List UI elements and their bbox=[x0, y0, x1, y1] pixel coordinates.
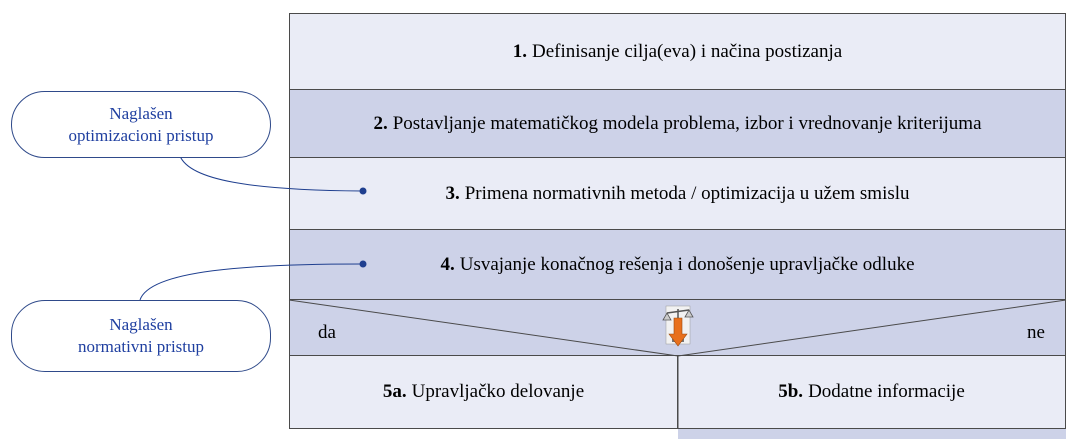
step-2-box: 2. Postavljanje matematičkog modela prob… bbox=[289, 89, 1066, 158]
scales-icon bbox=[662, 305, 694, 347]
outcome-5a-number: 5a. bbox=[382, 381, 407, 402]
step-1-number: 1. bbox=[512, 40, 528, 62]
outcome-5a-text: Upravljačko delovanje bbox=[411, 381, 585, 402]
connector-line-1 bbox=[179, 155, 363, 192]
decision-yes-label: da bbox=[318, 322, 336, 343]
step-3-number: 3. bbox=[445, 182, 460, 204]
step-1-box: 1. Definisanje cilja(eva) i načina posti… bbox=[289, 13, 1066, 90]
connector-line-2 bbox=[139, 263, 363, 301]
outcome-5b-number: 5b. bbox=[778, 381, 804, 402]
callout-normative-line2: normativni pristup bbox=[77, 337, 205, 356]
step-4-text: Usvajanje konačnog rešenja i donošenje u… bbox=[459, 253, 915, 275]
callout-optimization: Naglašen optimizacioni pristup bbox=[11, 91, 271, 158]
step-2-text: Postavljanje matematičkog modela problem… bbox=[392, 112, 982, 134]
outcome-5a-box: 5a. Upravljačko delovanje bbox=[289, 355, 678, 429]
decision-no-label: ne bbox=[1027, 322, 1045, 343]
connector-dot-2 bbox=[359, 260, 367, 268]
callout-optimization-line2: optimizacioni pristup bbox=[68, 125, 214, 145]
callout-optimization-line1: Naglašen bbox=[109, 103, 173, 123]
step-3-text: Primena normativnih metoda / optimizacij… bbox=[464, 182, 910, 204]
connector-dot-1 bbox=[359, 187, 367, 195]
step-4-number: 4. bbox=[440, 253, 455, 275]
outcome-5b-box: 5b. Dodatne informacije bbox=[677, 355, 1066, 429]
outcome-5b-text: Dodatne informacije bbox=[808, 381, 965, 402]
step-3-box: 3. Primena normativnih metoda / optimiza… bbox=[289, 157, 1066, 230]
step-1-text: Definisanje cilja(eva) i načina postizan… bbox=[532, 40, 843, 62]
outcome-5b-shadow bbox=[678, 429, 1066, 439]
callout-normative: Naglašen normativni pristup bbox=[11, 300, 271, 372]
step-2-number: 2. bbox=[373, 112, 388, 134]
callout-normative-line1: Naglašen bbox=[109, 315, 173, 334]
step-4-box: 4. Usvajanje konačnog rešenja i donošenj… bbox=[289, 229, 1066, 300]
